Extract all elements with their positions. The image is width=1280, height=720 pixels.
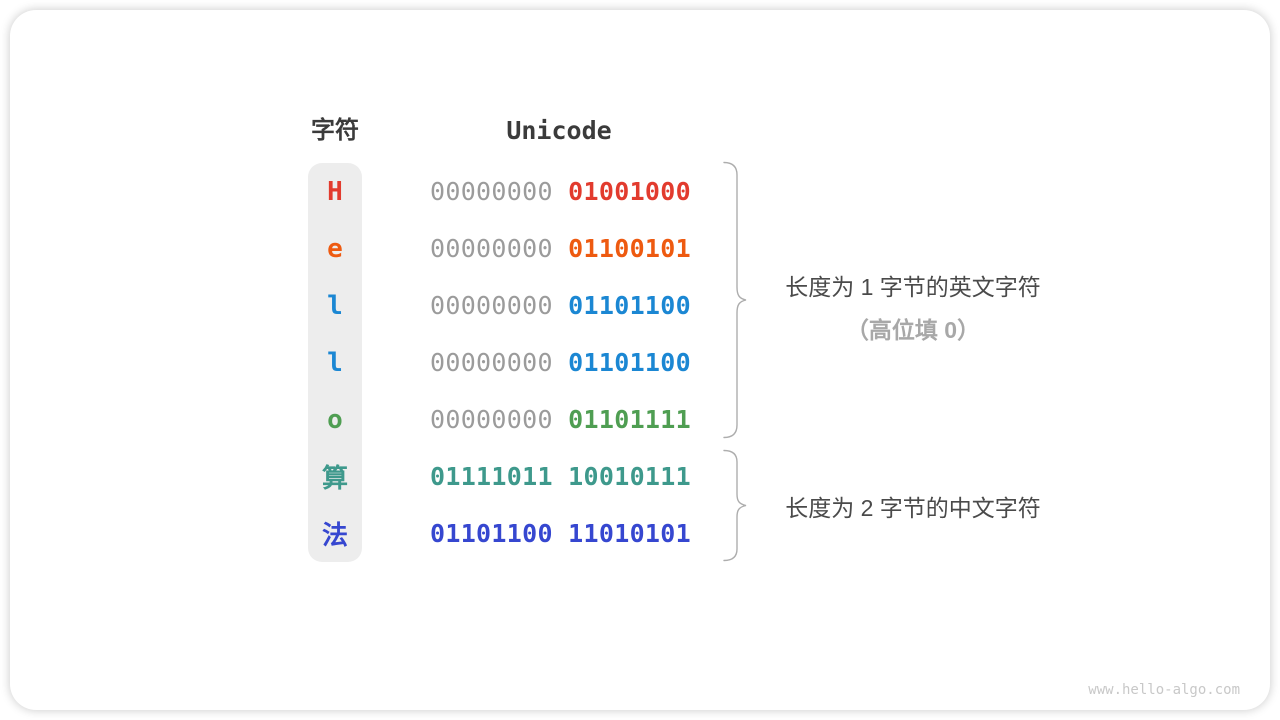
high-byte: 00000000 xyxy=(430,177,553,206)
diagram-card xyxy=(10,10,1270,710)
binary-row: 00000000 01101100 xyxy=(430,334,730,391)
annotation-chinese-bytes: 长度为 2 字节的中文字符 xyxy=(768,489,1058,523)
high-byte: 00000000 xyxy=(430,291,553,320)
char-suan: 算 xyxy=(321,464,348,494)
high-byte: 00000000 xyxy=(430,234,553,263)
low-byte: 01001000 xyxy=(568,177,691,206)
annotation-line: 长度为 1 字节的英文字符 xyxy=(785,274,1041,300)
annotation-english-bytes: 长度为 1 字节的英文字符 （高位填 0） xyxy=(768,268,1058,345)
unicode-binary-column: 00000000 01001000 00000000 01100101 0000… xyxy=(430,163,730,562)
annotation-subline: （高位填 0） xyxy=(845,317,981,343)
binary-row: 00000000 01001000 xyxy=(430,163,730,220)
high-byte: 00000000 xyxy=(430,405,553,434)
annotation-line: 长度为 2 字节的中文字符 xyxy=(785,495,1041,521)
watermark-url: www.hello-algo.com xyxy=(1088,682,1240,698)
binary-row: 01111011 10010111 xyxy=(430,448,730,505)
unicode-column-header: Unicode xyxy=(506,116,612,145)
brace-english-group xyxy=(723,161,747,439)
binary-row: 00000000 01101100 xyxy=(430,277,730,334)
low-byte: 01101100 xyxy=(568,348,691,377)
char-e: e xyxy=(327,233,343,264)
brace-chinese-group xyxy=(723,449,747,562)
char-column-header: 字符 xyxy=(311,117,359,144)
char-l1: l xyxy=(327,290,343,321)
binary-row: 00000000 01100101 xyxy=(430,220,730,277)
low-byte: 11010101 xyxy=(568,519,691,548)
char-H: H xyxy=(327,176,343,207)
high-byte: 01111011 xyxy=(430,462,553,491)
low-byte: 01101100 xyxy=(568,291,691,320)
low-byte: 01100101 xyxy=(568,234,691,263)
char-l2: l xyxy=(327,347,343,378)
char-o: o xyxy=(327,404,343,435)
binary-row: 01101100 11010101 xyxy=(430,505,730,562)
char-fa: 法 xyxy=(321,521,348,551)
high-byte: 00000000 xyxy=(430,348,553,377)
binary-row: 00000000 01101111 xyxy=(430,391,730,448)
low-byte: 10010111 xyxy=(568,462,691,491)
low-byte: 01101111 xyxy=(568,405,691,434)
character-column: H e l l o 算 法 xyxy=(308,163,362,562)
high-byte: 01101100 xyxy=(430,519,553,548)
